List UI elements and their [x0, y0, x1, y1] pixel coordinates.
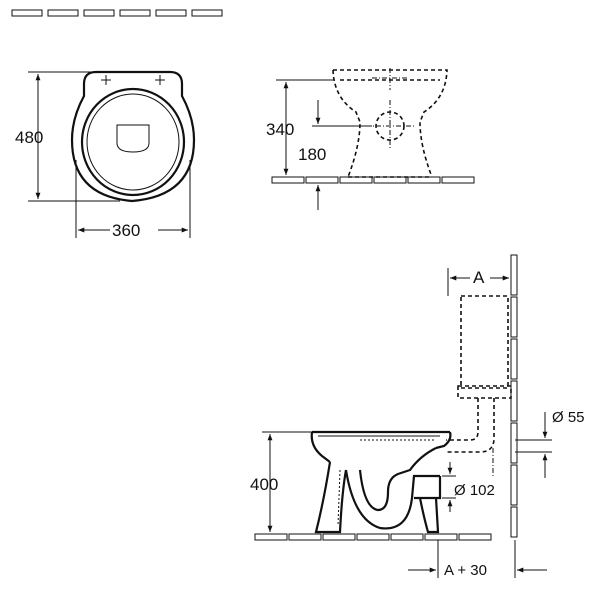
outlet-height-label: 180	[298, 145, 326, 164]
front-view-pan	[332, 68, 448, 178]
side-view-pan	[310, 430, 452, 534]
width-label: 360	[112, 221, 140, 240]
fixing-hole-icon	[155, 75, 165, 85]
tank-offset-dimension: A	[447, 266, 509, 296]
inlet-diameter-dimension: Ø 55	[515, 409, 585, 478]
total-height-dimension: 340	[266, 79, 334, 175]
outlet-offset-label: A + 30	[444, 562, 487, 579]
side-view: A Ø 55 Ø 102 400	[250, 254, 585, 579]
front-view: 340 180	[266, 68, 475, 210]
outlet-height-dimension: 180	[298, 100, 372, 210]
outlet-diameter-label: Ø 102	[454, 482, 495, 499]
side-floor	[254, 533, 492, 541]
outlet-offset-dimension: A + 30	[408, 540, 547, 579]
fixing-hole-icon	[101, 75, 111, 85]
tank-offset-label: A	[473, 268, 485, 287]
total-height-label: 340	[266, 120, 294, 139]
depth-dimension: 480	[15, 71, 120, 202]
wall	[510, 254, 518, 538]
depth-label: 480	[15, 128, 43, 147]
cistern	[446, 295, 512, 453]
width-dimension: 360	[75, 160, 191, 240]
rim-height-label: 400	[250, 475, 278, 494]
outlet-diameter-dimension: Ø 102	[442, 448, 495, 512]
top-view-bowl	[70, 70, 196, 203]
inlet-diameter-label: Ø 55	[552, 409, 585, 426]
top-view: 480 360	[15, 70, 196, 240]
top-floor-strip	[11, 9, 223, 17]
front-floor	[271, 176, 475, 184]
rim-height-dimension: 400	[250, 431, 312, 532]
